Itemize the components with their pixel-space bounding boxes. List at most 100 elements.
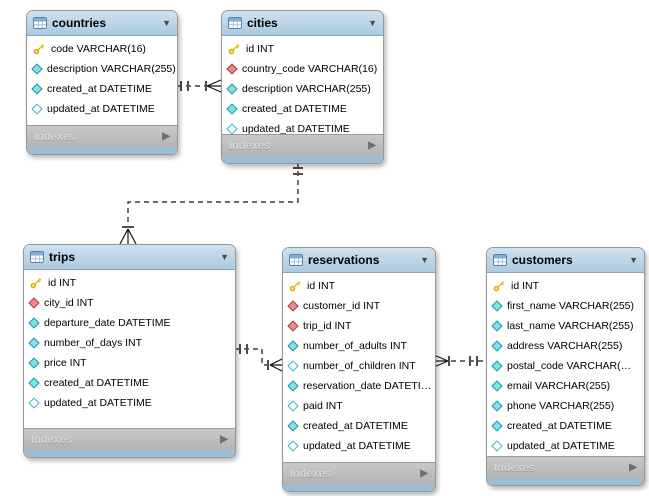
indexes-footer[interactable]: Indexes▶: [24, 428, 235, 450]
primary-key-icon: [33, 43, 45, 55]
column-text: description VARCHAR(255): [47, 63, 176, 75]
table-bottom-strip: [24, 450, 235, 457]
column-not-null-icon: [287, 340, 299, 352]
column-not-null-icon: [28, 377, 40, 389]
column-row[interactable]: address VARCHAR(255): [487, 336, 644, 356]
column-text: customer_id INT: [303, 300, 381, 312]
column-row[interactable]: updated_at DATETIME: [283, 436, 435, 456]
column-row[interactable]: trip_id INT: [283, 316, 435, 336]
column-row[interactable]: id INT: [487, 276, 644, 296]
column-nullable-icon: [31, 103, 43, 115]
column-row[interactable]: number_of_children INT: [283, 356, 435, 376]
table-icon: [30, 251, 44, 263]
column-row[interactable]: updated_at DATETIME: [487, 436, 644, 456]
column-not-null-icon: [28, 337, 40, 349]
expand-arrow-icon: ▶: [629, 461, 637, 473]
column-text: description VARCHAR(255): [242, 83, 371, 95]
table-header[interactable]: customers▼: [487, 248, 644, 273]
column-text: trip_id INT: [303, 320, 352, 332]
indexes-footer[interactable]: Indexes ▶: [487, 456, 644, 478]
column-text: id INT: [307, 280, 336, 292]
foreign-key-icon: [287, 300, 299, 312]
column-row[interactable]: id INT: [283, 276, 435, 296]
indexes-label: Indexes: [494, 461, 535, 474]
column-text: updated_at DATETIME: [507, 440, 615, 452]
column-row[interactable]: id INT: [24, 273, 235, 293]
column-row[interactable]: created_at DATETIME: [487, 416, 644, 436]
table-columns: code VARCHAR(16) description VARCHAR(255)…: [27, 36, 177, 125]
expand-arrow-icon: ▶: [420, 467, 428, 479]
table-header[interactable]: countries▼: [27, 11, 177, 36]
column-row[interactable]: number_of_adults INT: [283, 336, 435, 356]
column-row[interactable]: phone VARCHAR(255): [487, 396, 644, 416]
relationship-countries-cities[interactable]: [177, 79, 222, 93]
relationship-customers-reservations[interactable]: [433, 354, 485, 368]
column-row[interactable]: email VARCHAR(255): [487, 376, 644, 396]
column-not-null-icon: [491, 320, 503, 332]
column-text: id INT: [246, 43, 275, 55]
indexes-footer[interactable]: Indexes▶: [283, 462, 435, 484]
column-row[interactable]: created_at DATETIME: [283, 416, 435, 436]
column-row[interactable]: customer_id INT: [283, 296, 435, 316]
column-text: updated_at DATETIME: [44, 397, 152, 409]
indexes-footer[interactable]: Indexes▶: [222, 134, 383, 156]
column-row[interactable]: city_id INT: [24, 293, 235, 313]
column-row[interactable]: first_name VARCHAR(255): [487, 296, 644, 316]
indexes-footer[interactable]: Indexes▶: [27, 125, 177, 147]
column-row[interactable]: paid INT: [283, 396, 435, 416]
collapse-arrow-icon[interactable]: ▼: [368, 17, 377, 28]
table-countries[interactable]: countries▼ code VARCHAR(16) description VA…: [26, 10, 178, 155]
column-row[interactable]: postal_code VARCHAR(…: [487, 356, 644, 376]
column-not-null-icon: [491, 400, 503, 412]
column-text: postal_code VARCHAR(…: [507, 360, 632, 372]
table-header[interactable]: trips▼: [24, 245, 235, 270]
column-not-null-icon: [491, 420, 503, 432]
column-row[interactable]: description VARCHAR(255): [27, 59, 177, 79]
column-row[interactable]: id INT: [222, 39, 383, 59]
column-row[interactable]: description VARCHAR(255): [222, 79, 383, 99]
column-row[interactable]: country_code VARCHAR(16): [222, 59, 383, 79]
collapse-arrow-icon[interactable]: ▼: [220, 251, 229, 262]
column-row[interactable]: created_at DATETIME: [27, 79, 177, 99]
table-cities[interactable]: cities▼ id INT country_code VARCHAR(16) des…: [221, 10, 384, 164]
column-row[interactable]: code VARCHAR(16): [27, 39, 177, 59]
column-row[interactable]: price INT: [24, 353, 235, 373]
collapse-arrow-icon[interactable]: ▼: [162, 17, 171, 28]
column-text: created_at DATETIME: [242, 103, 347, 115]
column-text: country_code VARCHAR(16): [242, 63, 378, 75]
table-header[interactable]: cities▼: [222, 11, 383, 36]
column-row[interactable]: updated_at DATETIME: [24, 393, 235, 413]
column-row[interactable]: last_name VARCHAR(255): [487, 316, 644, 336]
table-trips[interactable]: trips▼ id INT city_id INT departure_date DA…: [23, 244, 236, 458]
column-not-null-icon: [491, 360, 503, 372]
collapse-arrow-icon[interactable]: ▼: [420, 254, 429, 265]
table-bottom-strip: [487, 478, 644, 485]
column-text: id INT: [48, 277, 77, 289]
relationship-cities-trips[interactable]: [119, 162, 303, 245]
column-text: price INT: [44, 357, 87, 369]
table-reservations[interactable]: reservations▼ id INT customer_id INT trip_i…: [282, 247, 436, 492]
primary-key-icon: [30, 277, 42, 289]
column-not-null-icon: [491, 340, 503, 352]
column-text: departure_date DATETIME: [44, 317, 171, 329]
column-text: updated_at DATETIME: [47, 103, 155, 115]
column-row[interactable]: updated_at DATETIME: [222, 119, 383, 134]
column-row[interactable]: reservation_date DATETI…: [283, 376, 435, 396]
indexes-label: Indexes: [229, 139, 270, 152]
column-row[interactable]: updated_at DATETIME: [27, 99, 177, 119]
column-nullable-icon: [226, 123, 238, 134]
relationship-trips-reservations[interactable]: [235, 344, 283, 372]
column-row[interactable]: departure_date DATETIME: [24, 313, 235, 333]
foreign-key-icon: [287, 320, 299, 332]
table-header[interactable]: reservations▼: [283, 248, 435, 273]
column-row[interactable]: number_of_days INT: [24, 333, 235, 353]
table-columns: id INT city_id INT departure_date DATETIME…: [24, 270, 235, 428]
collapse-arrow-icon[interactable]: ▼: [629, 254, 638, 265]
table-columns: id INT country_code VARCHAR(16) descriptio…: [222, 36, 383, 134]
column-nullable-icon: [287, 400, 299, 412]
column-row[interactable]: created_at DATETIME: [24, 373, 235, 393]
column-row[interactable]: created_at DATETIME: [222, 99, 383, 119]
